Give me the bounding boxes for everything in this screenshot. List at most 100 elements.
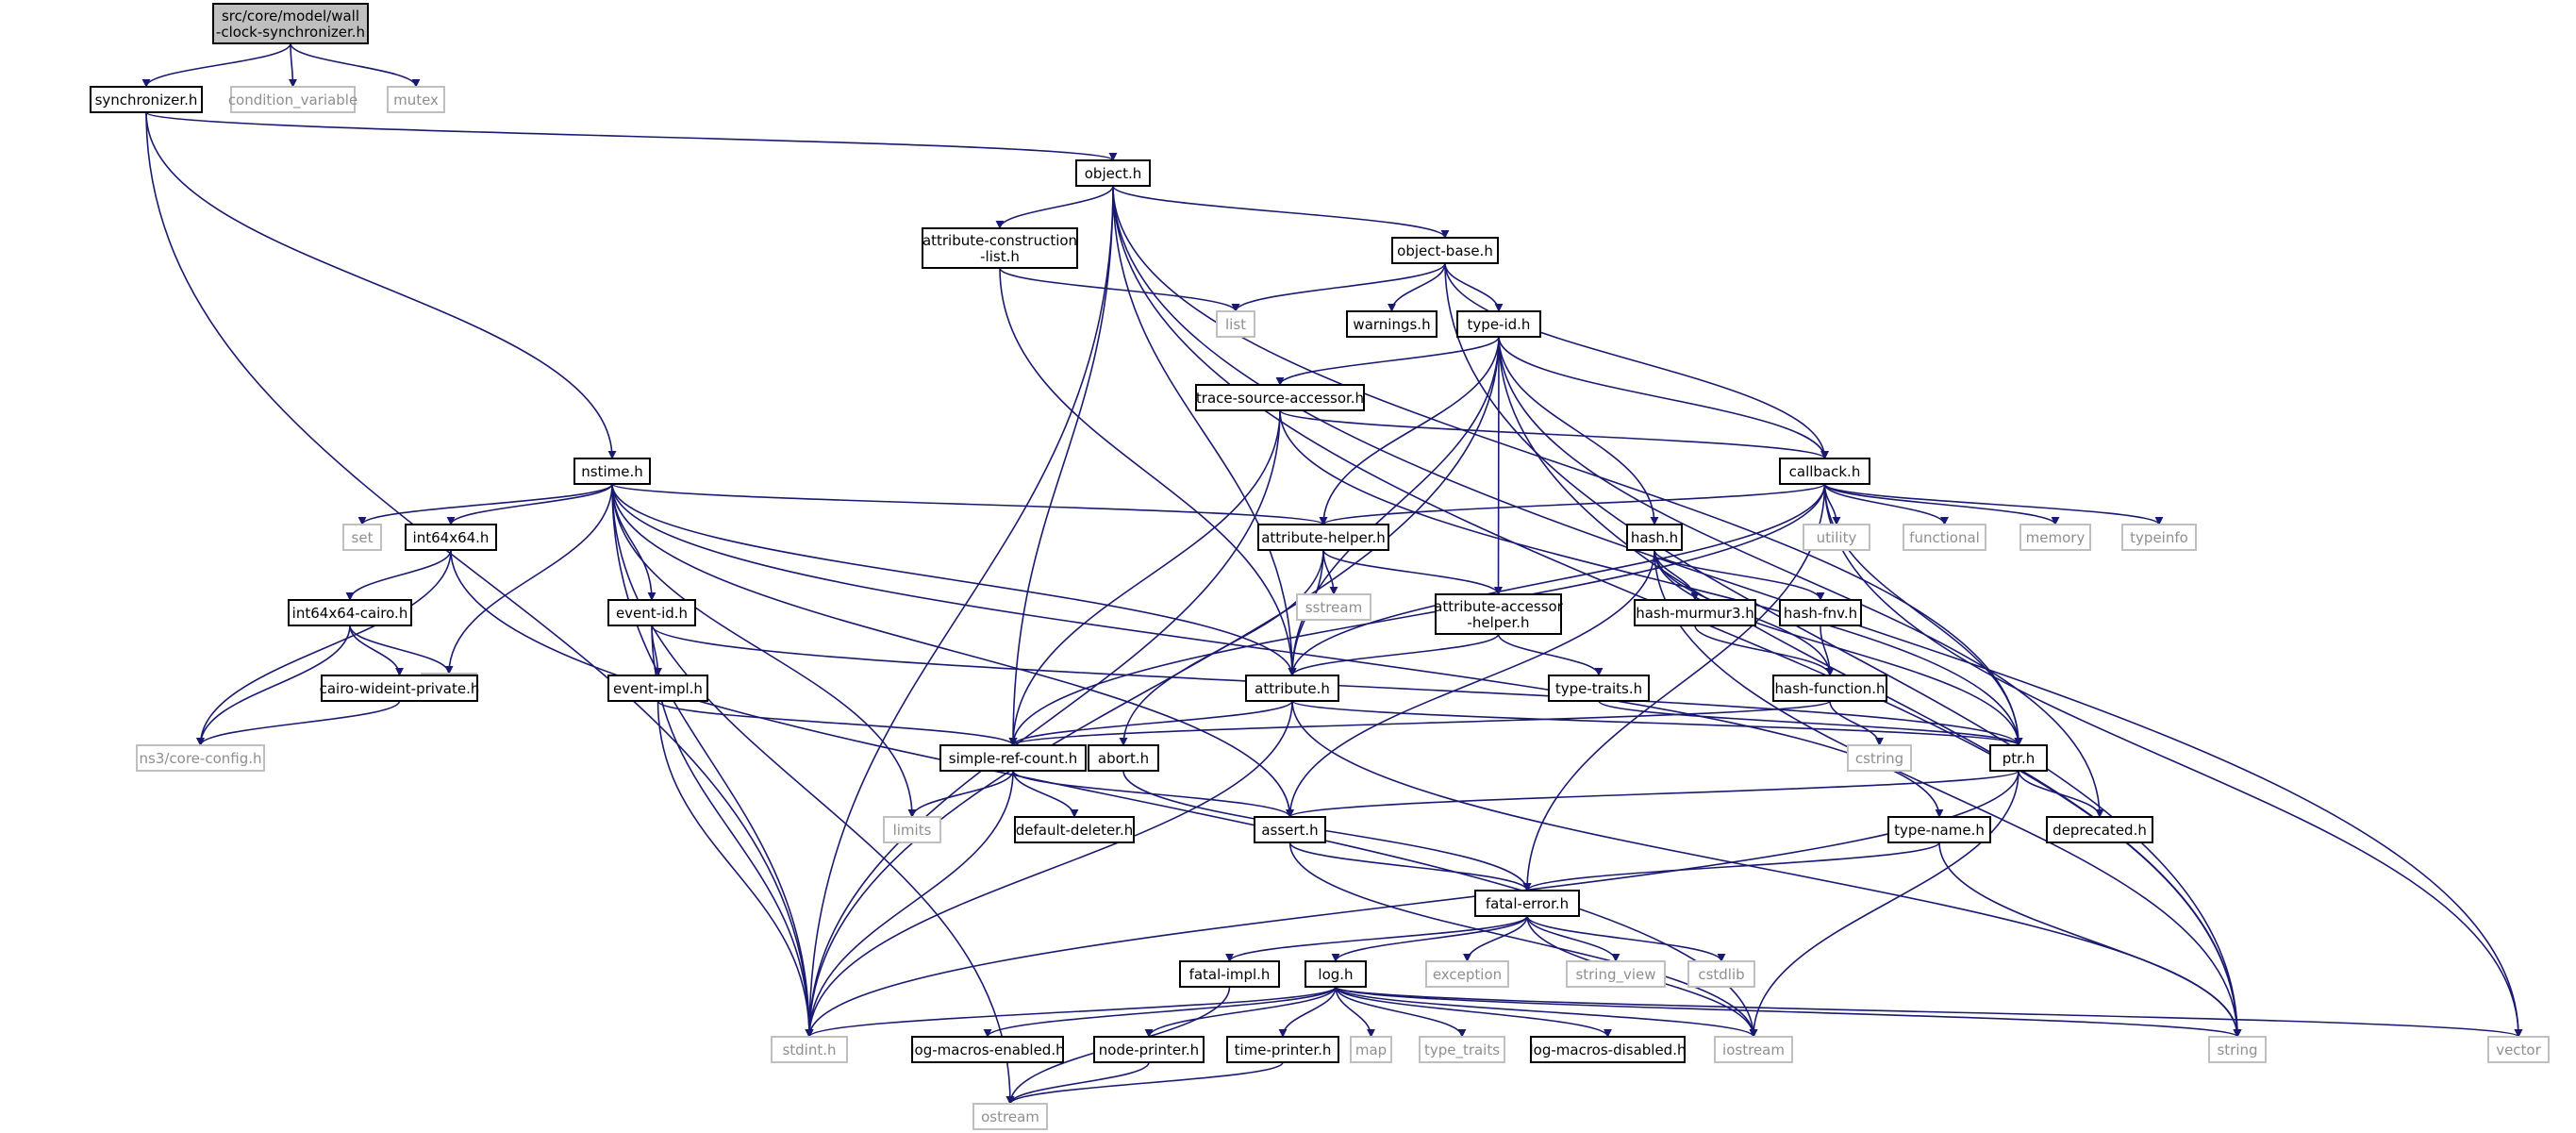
node-label: int64x64.h [413, 529, 490, 546]
node-label: typeinfo [2130, 529, 2188, 546]
node-box [1093, 1036, 1205, 1063]
node-int64[interactable]: int64x64.h [405, 524, 497, 551]
node-box [1566, 960, 1666, 988]
node-box [1305, 960, 1367, 988]
node-logen[interactable]: log-macros-enabled.h [910, 1036, 1065, 1063]
node-label: cstdlib [1698, 966, 1744, 983]
node-eventid[interactable]: event-id.h [607, 599, 696, 626]
node-box [2121, 524, 2197, 551]
node-fatalimpl[interactable]: fatal-impl.h [1179, 960, 1280, 988]
node-memory: memory [2019, 524, 2091, 551]
node-label: nstime.h [581, 463, 643, 480]
edge-object-to-objectbase [1112, 185, 1450, 239]
node-simpleref[interactable]: simple-ref-count.h [939, 744, 1087, 772]
node-root[interactable]: src/core/model/wall-clock-synchronizer.h [212, 3, 369, 44]
edge-attracc-to-attribute [1288, 633, 1500, 676]
node-abort[interactable]: abort.h [1088, 744, 1159, 772]
edge-callback-to-vector [1823, 483, 2523, 1038]
node-box [573, 458, 651, 485]
node-box [1847, 744, 1912, 772]
node-int64cairo[interactable]: int64x64-cairo.h [288, 599, 412, 626]
node-box [1779, 458, 1870, 485]
node-objectbase[interactable]: object-base.h [1391, 237, 1499, 264]
node-box [230, 86, 356, 113]
node-label: event-id.h [616, 605, 688, 622]
node-label: ostream [981, 1108, 1039, 1125]
node-attrhelper[interactable]: attribute-helper.h [1257, 524, 1389, 551]
node-label: sstream [1305, 599, 1362, 616]
node-tsa[interactable]: trace-source-accessor.h [1195, 384, 1365, 411]
node-synchronizer[interactable]: synchronizer.h [90, 86, 203, 113]
node-assert[interactable]: assert.h [1254, 816, 1326, 843]
edge-hash-to-assert [1286, 549, 1655, 818]
node-callback[interactable]: callback.h [1779, 458, 1870, 485]
node-cairowide[interactable]: cairo-wideint-private.h [320, 675, 480, 702]
edge-ptr-to-iostream [1749, 770, 2019, 1038]
edge-nstime-to-attrhelper [611, 483, 1328, 525]
node-box [1296, 593, 1371, 621]
node-attribute[interactable]: attribute.h [1245, 675, 1339, 702]
node-attracc[interactable]: attribute-accessor-helper.h [1434, 593, 1564, 635]
node-murmur[interactable]: hash-murmur3.h [1634, 599, 1756, 626]
edge-assert-to-iostream [1288, 841, 1758, 1038]
node-box [1179, 960, 1280, 988]
node-warnings[interactable]: warnings.h [1346, 310, 1438, 338]
node-box [607, 599, 696, 626]
node-box [387, 86, 445, 113]
edge-objectbase-to-warnings [1388, 262, 1446, 312]
node-typetraits[interactable]: type-traits.h [1548, 675, 1650, 702]
node-logdis[interactable]: log-macros-disabled.h [1530, 1036, 1687, 1063]
edge-nstime-to-cmath [444, 483, 613, 675]
node-box [883, 816, 941, 843]
edge-typename-to-fatalerror [1522, 841, 1940, 891]
node-utility: utility [1803, 524, 1870, 551]
edge-hash-to-ptr [1654, 549, 2023, 746]
node-label: attribute-construction [922, 232, 1077, 249]
node-box [911, 1036, 1064, 1063]
node-ptr[interactable]: ptr.h [1989, 744, 2048, 772]
edge-nstime-to-int64 [446, 483, 613, 525]
edge-typeid-to-stdint [805, 336, 1500, 1038]
node-typeid[interactable]: type-id.h [1456, 310, 1541, 338]
node-hashfn[interactable]: hash-function.h [1772, 675, 1887, 702]
node-defdel[interactable]: default-deleter.h [1014, 816, 1135, 843]
node-log[interactable]: log.h [1305, 960, 1367, 988]
node-label: hash-function.h [1775, 680, 1886, 697]
edge-log-to-timeprinter [1278, 986, 1337, 1038]
node-label: vector [2496, 1041, 2541, 1058]
edge-typeid-to-attrhelper [1319, 336, 1500, 525]
node-mutex: mutex [387, 86, 445, 113]
node-eventimpl[interactable]: event-impl.h [607, 675, 708, 702]
node-nstime[interactable]: nstime.h [573, 458, 651, 485]
edge-fatalerror-to-exception [1463, 915, 1528, 962]
edge-log-to-iostream [1335, 986, 1758, 1038]
node-label: object.h [1085, 165, 1142, 182]
node-fnv[interactable]: hash-fnv.h [1779, 599, 1862, 626]
edge-hash-to-fnv [1654, 549, 1825, 601]
node-label: stdint.h [782, 1041, 836, 1058]
node-fatalerror[interactable]: fatal-error.h [1474, 890, 1580, 917]
node-label: time-printer.h [1235, 1041, 1332, 1058]
node-hash[interactable]: hash.h [1626, 524, 1683, 551]
node-timeprinter[interactable]: time-printer.h [1226, 1036, 1339, 1063]
edge-tsa-to-ptr [1279, 409, 2023, 746]
edge-typeid-to-deprecated [1498, 336, 2104, 818]
node-box [2019, 524, 2091, 551]
node-box [1714, 1036, 1793, 1063]
node-object[interactable]: object.h [1075, 159, 1151, 187]
edge-nstime-to-assert [611, 483, 1294, 818]
node-label: hash-murmur3.h [1636, 605, 1754, 622]
node-label: int64x64-cairo.h [292, 605, 408, 622]
node-attrcons[interactable]: attribute-construction-list.h [922, 227, 1078, 269]
node-deprecated[interactable]: deprecated.h [2046, 816, 2153, 843]
edge-typeid-to-hash [1498, 336, 1659, 525]
node-box [2487, 1036, 2550, 1063]
edge-attrhelper-to-abort [1119, 549, 1324, 746]
edge-log-to-vector [1335, 986, 2523, 1038]
node-nodeprinter[interactable]: node-printer.h [1093, 1036, 1205, 1063]
node-label: ns3/core-config.h [140, 750, 262, 767]
node-label: memory [2026, 529, 2086, 546]
node-string: string [2208, 1036, 2267, 1063]
node-label: event-impl.h [613, 680, 703, 697]
node-typename[interactable]: type-name.h [1887, 816, 1991, 843]
